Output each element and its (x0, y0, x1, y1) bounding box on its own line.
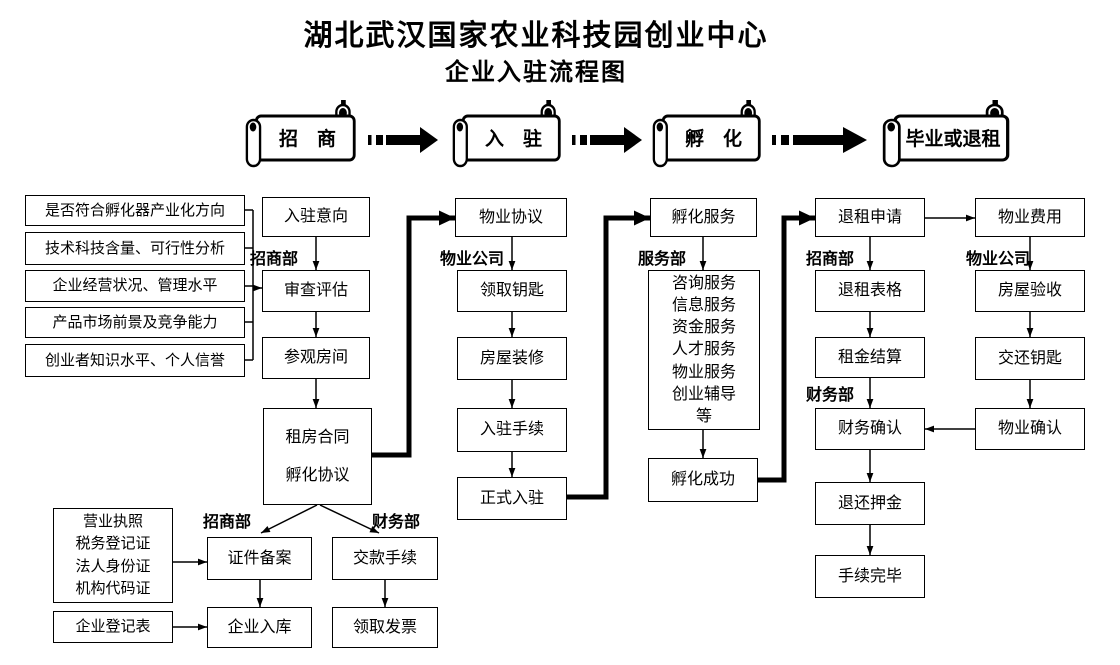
banner-attract: 招 商 (245, 100, 358, 172)
box-criteria-technology: 技术科技含量、可行性分析 (25, 232, 245, 265)
box-criteria-founder: 创业者知识水平、个人信誉 (25, 344, 245, 377)
banner-movein: 入 驻 (452, 100, 563, 172)
document-tax-certificate: 税务登记证 (75, 535, 151, 553)
label-dept-attraction-3: 招商部 (806, 251, 855, 268)
label-dept-property-1: 物业公司 (440, 251, 505, 268)
box-entry-intent: 入驻意向 (262, 197, 370, 237)
box-enterprise-archive: 企业入库 (207, 607, 312, 648)
banner-attract-label: 招 商 (278, 128, 336, 150)
document-org-code: 机构代码证 (75, 579, 151, 597)
box-finance-confirm: 财务确认 (815, 408, 925, 450)
service-etc: 等 (695, 407, 712, 425)
service-startup-coaching: 创业辅导 (671, 385, 736, 403)
label-dept-finance-1: 财务部 (372, 514, 421, 531)
phase-arrow-icon (772, 125, 867, 155)
box-review-assessment: 审查评估 (262, 270, 370, 312)
box-renovation: 房屋装修 (457, 337, 567, 380)
box-property-fee: 物业费用 (975, 198, 1085, 237)
document-legal-id: 法人身份证 (75, 557, 151, 575)
box-house-inspection: 房屋验收 (975, 270, 1085, 312)
box-termination-apply: 退租申请 (815, 198, 925, 237)
page-subtitle: 企业入驻流程图 (445, 59, 627, 86)
service-property: 物业服务 (671, 363, 736, 381)
box-documents: 营业执照 税务登记证 法人身份证 机构代码证 (53, 508, 173, 603)
box-payment-procedure: 交款手续 (332, 537, 438, 580)
label-dept-finance-2: 财务部 (806, 387, 855, 404)
scroll-shape-icon (882, 100, 1010, 168)
box-procedure-complete: 手续完毕 (815, 555, 925, 598)
box-registration-form: 企业登记表 (53, 611, 173, 643)
box-room-visit: 参观房间 (262, 337, 370, 379)
document-business-license: 营业执照 (82, 513, 143, 531)
service-consulting: 咨询服务 (671, 274, 736, 292)
box-criteria-operation: 企业经营状况、管理水平 (25, 270, 245, 302)
label-dept-attraction-2: 招商部 (203, 514, 252, 531)
phase-arrow-icon (368, 125, 438, 155)
label-dept-service: 服务部 (638, 251, 687, 268)
service-information: 信息服务 (671, 297, 736, 315)
box-certificate-filing: 证件备案 (207, 537, 312, 580)
lease-contract-line1: 租房合同 (285, 428, 350, 446)
banner-incubate-label: 孵 化 (684, 128, 742, 150)
banner-graduate-label: 毕业或退租 (905, 128, 1001, 150)
box-return-keys: 交还钥匙 (975, 337, 1085, 380)
scroll-shape-icon (452, 100, 561, 168)
box-termination-form: 退租表格 (815, 270, 925, 312)
box-movein-procedure: 入驻手续 (457, 408, 567, 452)
scroll-shape-icon (245, 100, 356, 168)
box-property-agreement: 物业协议 (455, 198, 567, 237)
box-rent-settlement: 租金结算 (815, 337, 925, 378)
box-get-keys: 领取钥匙 (457, 270, 567, 312)
box-deposit-refund: 退还押金 (815, 482, 925, 525)
page-title: 湖北武汉国家农业科技园创业中心 (303, 20, 769, 52)
box-incubation-service: 孵化服务 (650, 198, 757, 237)
scroll-shape-icon (652, 100, 761, 168)
phase-arrow-icon (572, 125, 642, 155)
service-funding: 资金服务 (671, 319, 736, 337)
box-criteria-market: 产品市场前景及竞争能力 (25, 307, 245, 338)
box-criteria-industrialization: 是否符合孵化器产业化方向 (25, 195, 245, 226)
banner-graduate: 毕业或退租 (882, 100, 1012, 172)
lease-contract-line2: 孵化协议 (285, 466, 350, 484)
banner-movein-label: 入 驻 (484, 128, 542, 150)
box-service-list: 咨询服务 信息服务 资金服务 人才服务 物业服务 创业辅导 等 (648, 270, 760, 430)
banner-incubate: 孵 化 (652, 100, 763, 172)
label-dept-attraction-1: 招商部 (250, 251, 299, 268)
box-official-movein: 正式入驻 (457, 477, 567, 520)
label-dept-property-2: 物业公司 (966, 251, 1031, 268)
box-get-invoice: 领取发票 (332, 607, 438, 648)
box-property-confirm: 物业确认 (975, 408, 1085, 450)
box-incubation-success: 孵化成功 (648, 458, 758, 502)
service-talent: 人才服务 (671, 341, 736, 359)
box-lease-contract: 租房合同 孵化协议 (263, 408, 372, 505)
